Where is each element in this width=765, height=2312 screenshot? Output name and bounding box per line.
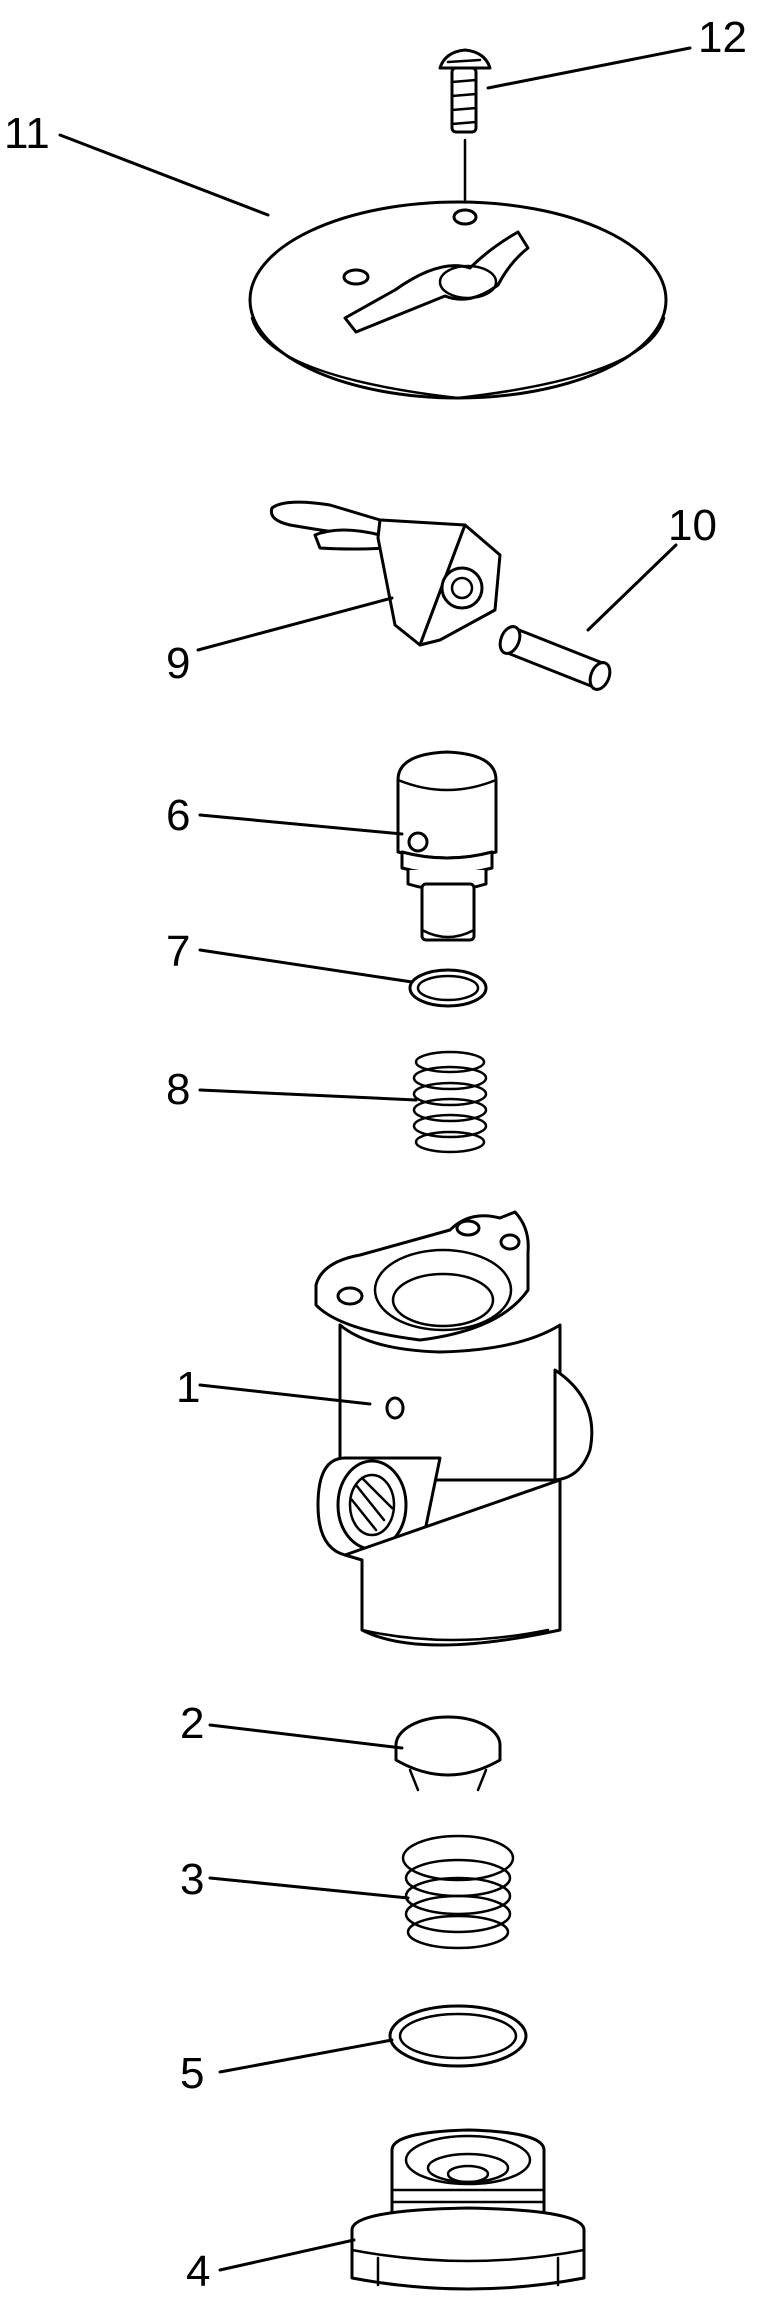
leader-9	[196, 596, 394, 652]
callout-1: 1	[176, 1363, 200, 1412]
part-1-valve-body	[314, 1210, 594, 1647]
leader-11	[58, 133, 270, 217]
part-6-plunger	[396, 750, 498, 942]
leader-2	[208, 1723, 404, 1750]
callout-2: 2	[180, 1699, 204, 1748]
leader-7	[198, 948, 414, 984]
callout-7: 7	[166, 927, 190, 976]
leader-6	[198, 813, 404, 836]
callout-9: 9	[166, 639, 190, 688]
leader-8	[198, 1088, 418, 1102]
part-5-o-ring	[388, 2004, 528, 2068]
callout-5: 5	[180, 2049, 204, 2098]
callout-4: 4	[186, 2247, 210, 2296]
leader-3	[208, 1876, 410, 1900]
part-3-spring	[401, 1834, 515, 1950]
callout-11: 11	[4, 109, 50, 158]
callout-6: 6	[166, 791, 190, 840]
leader-1	[198, 1383, 372, 1406]
leader-10	[586, 543, 678, 632]
leader-12	[486, 46, 692, 90]
part-11-cover-plate	[248, 200, 668, 400]
leader-4	[218, 2238, 356, 2272]
leader-lines	[58, 46, 692, 2272]
callout-12: 12	[698, 13, 747, 62]
callout-3: 3	[180, 1855, 204, 1904]
part-7-o-ring	[408, 968, 488, 1008]
part-12-screw	[438, 48, 492, 202]
callout-10: 10	[668, 501, 717, 550]
part-9-lever	[269, 500, 502, 647]
part-10-pin	[498, 625, 612, 691]
callout-labels: 11 12 10 9 6 7 8 1 2 3 5 4	[4, 13, 747, 2296]
callout-8: 8	[166, 1065, 190, 1114]
leader-5	[218, 2038, 394, 2074]
part-4-plug	[350, 2128, 586, 2291]
part-8-spring	[412, 1050, 488, 1154]
part-2-valve-disc	[394, 1715, 502, 1792]
